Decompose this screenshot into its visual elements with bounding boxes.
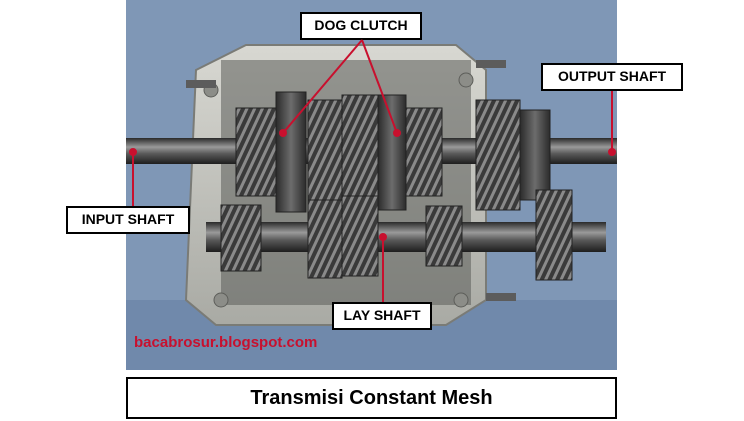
figure-caption: Transmisi Constant Mesh [126, 377, 617, 419]
input-shaft-label: INPUT SHAFT [66, 206, 190, 234]
upper-gear-2 [307, 99, 343, 201]
lay-gear-1 [220, 204, 262, 272]
upper-gear-1 [235, 107, 277, 197]
transmission-photo [126, 0, 617, 370]
output-shaft-label: OUTPUT SHAFT [541, 63, 683, 91]
lay-gear-5 [535, 189, 573, 281]
lay-gear-3 [341, 195, 379, 277]
watermark-text: bacabrosur.blogspot.com [134, 334, 318, 351]
lay-gear-4 [425, 205, 463, 267]
upper-gear-4 [405, 107, 443, 197]
dog-clutch-label: DOG CLUTCH [300, 12, 422, 40]
dog-clutch-sleeve-2 [377, 94, 407, 211]
synchro-gear-pack [475, 99, 521, 211]
lay-gear-2 [307, 199, 343, 279]
dog-clutch-sleeve-1 [275, 91, 307, 213]
lay-shaft-label: LAY SHAFT [332, 302, 432, 330]
upper-gear-3 [341, 94, 379, 206]
